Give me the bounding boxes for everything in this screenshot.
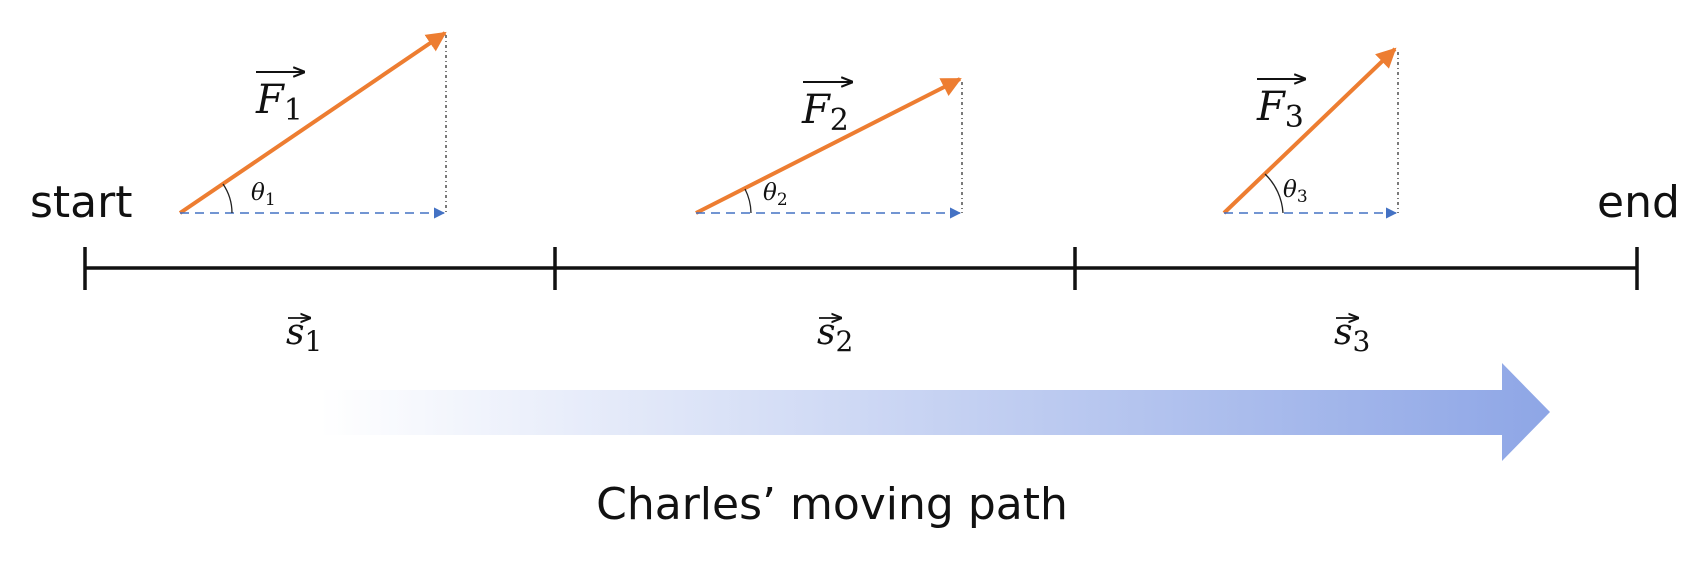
moving-path-arrow <box>320 363 1550 461</box>
angle-label-3: θ3 <box>1283 177 1308 207</box>
segment-label-1: s1 <box>286 312 322 358</box>
force-vector-2 <box>695 77 962 215</box>
svg-text:s3: s3 <box>1334 312 1370 358</box>
caption: Charles’ moving path <box>596 479 1068 530</box>
force-label-1: F1 <box>255 77 303 128</box>
svg-text:s2: s2 <box>817 312 853 358</box>
force-label-2: F2 <box>801 87 849 138</box>
force-vector-1 <box>178 31 447 215</box>
segment-label-3: s3 <box>1334 312 1370 358</box>
path-line <box>83 247 1639 290</box>
svg-text:s1: s1 <box>286 312 322 358</box>
end-label: end <box>1597 177 1680 228</box>
force-label-3: F3 <box>1256 84 1304 135</box>
start-label: start <box>30 177 132 228</box>
force-triangle-1: F1 θ1 <box>178 31 447 219</box>
angle-arc-1 <box>222 183 233 214</box>
angle-arc-3 <box>1264 173 1284 214</box>
force-vector-3 <box>1222 47 1397 215</box>
segment-label-2: s2 <box>817 312 853 358</box>
angle-arc-2 <box>744 188 752 214</box>
force-triangle-2: F2 θ2 <box>695 77 963 219</box>
angle-label-1: θ1 <box>251 180 276 210</box>
force-triangle-3: F3 θ3 <box>1222 47 1399 219</box>
angle-label-2: θ2 <box>763 180 788 210</box>
